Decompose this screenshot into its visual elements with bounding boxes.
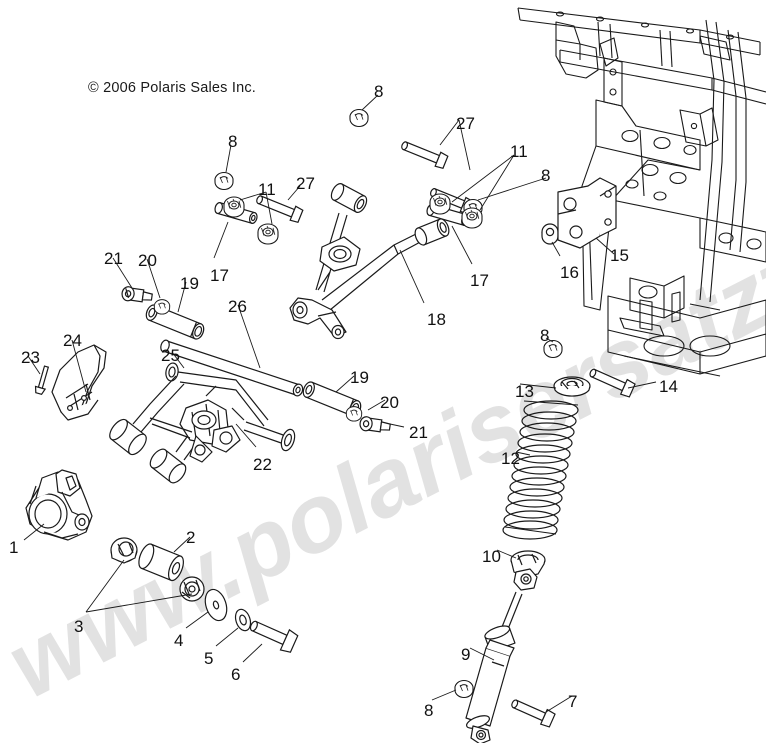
callout-nut-lock: 11: [258, 180, 276, 199]
nut-11-left-b: [257, 223, 279, 245]
callout-bolt-long: 27: [296, 174, 315, 193]
callout-bolt-long: 27: [456, 114, 475, 133]
callout-coil-spring: 12: [501, 449, 520, 468]
callout-nut-flange: 8: [228, 132, 238, 151]
callout-bolt-shock-upper: 14: [659, 377, 678, 396]
callout-screw-guard: 23: [21, 348, 40, 367]
guard-screw-part: [34, 365, 50, 396]
callout-washer-small: 5: [204, 649, 214, 668]
copyright-notice: © 2006 Polaris Sales Inc.: [88, 80, 257, 96]
nut-8-top: [349, 108, 369, 128]
callout-bolt-hex-flange: 6: [231, 665, 241, 684]
callout-nut-flange: 8: [540, 326, 550, 345]
callout-upper-control-arm: 18: [427, 310, 446, 329]
callout-bearing-carrier-knuckle: 1: [9, 538, 19, 557]
pivot-bolt-21-right: [359, 416, 391, 433]
nut-8-left: [214, 171, 234, 191]
bushing-cap-part-2: [179, 576, 205, 602]
coil-spring-part: [502, 400, 579, 540]
callout-pin-pivot: 17: [470, 271, 489, 290]
washer-small-part: [234, 608, 252, 632]
washer-large-part: [204, 588, 228, 622]
pivot-nut-20-right: [345, 406, 363, 422]
pivot-nut-20-left: [153, 299, 171, 315]
callout-bolt-pivot: 21: [409, 423, 428, 442]
callout-lower-control-arm: 22: [253, 455, 272, 474]
callout-nut-pivot: 20: [138, 251, 157, 270]
nut-11-right-a: [429, 193, 451, 215]
callout-bolt-pivot: 21: [104, 249, 123, 268]
shock-upper-bolt-14: [589, 368, 636, 398]
callout-shock-absorber: 9: [461, 645, 471, 664]
callout-nut-pivot: 20: [380, 393, 399, 412]
vehicle-frame: [517, 7, 766, 377]
shock-absorber-part: [465, 568, 538, 743]
callout-nut-flange: 8: [541, 166, 551, 185]
lower-control-arm-assembly: [109, 362, 296, 484]
torsion-bar-part: [160, 339, 304, 397]
shock-lower-bolt-7: [511, 699, 556, 728]
callout-spring-seat-upper: 13: [515, 382, 534, 401]
pivot-bolt-21-left: [121, 286, 153, 303]
nut-11-right-b: [461, 207, 483, 229]
callout-nut-lock: 11: [510, 142, 528, 161]
spring-seat-upper-part: [553, 376, 591, 397]
guard-plate-part: [51, 344, 107, 421]
callout-frame-bracket: 15: [610, 246, 629, 265]
bearing-carrier-part: [25, 469, 93, 541]
callout-sleeve-pivot: 19: [180, 274, 199, 293]
callout-nut-flange: 8: [424, 701, 434, 720]
callout-pin-pivot: 17: [210, 266, 229, 285]
nut-8-shock: [454, 679, 474, 699]
upper-control-arm-assembly: [289, 183, 450, 340]
hex-bolt-6: [249, 620, 299, 653]
callout-torsion-bar: 26: [228, 297, 247, 316]
callout-bushing-sleeve: 2: [186, 528, 196, 547]
callout-bolt-shock-lower: 7: [568, 692, 578, 711]
bushing-cap-part: [110, 537, 138, 564]
frame-bracket-part: [557, 177, 617, 249]
callout-spring-seat-lower: 10: [482, 547, 501, 566]
bushing-sleeve-part: [138, 543, 184, 582]
pivot-sleeve-left: [145, 304, 205, 340]
leader-lines: [23, 94, 657, 713]
callout-guard-plate: 24: [63, 331, 82, 350]
long-bolt-right: [401, 141, 449, 169]
callout-bolt-bracket: 16: [560, 263, 579, 282]
callout-washer-large: 4: [174, 631, 184, 650]
callout-sleeve-pivot: 19: [350, 368, 369, 387]
long-bolt-left: [256, 195, 304, 223]
callout-nut-flange: 8: [374, 82, 384, 101]
callout-bushing-cap: 3: [74, 617, 84, 636]
callout-arm-bushing: 25: [161, 346, 180, 365]
